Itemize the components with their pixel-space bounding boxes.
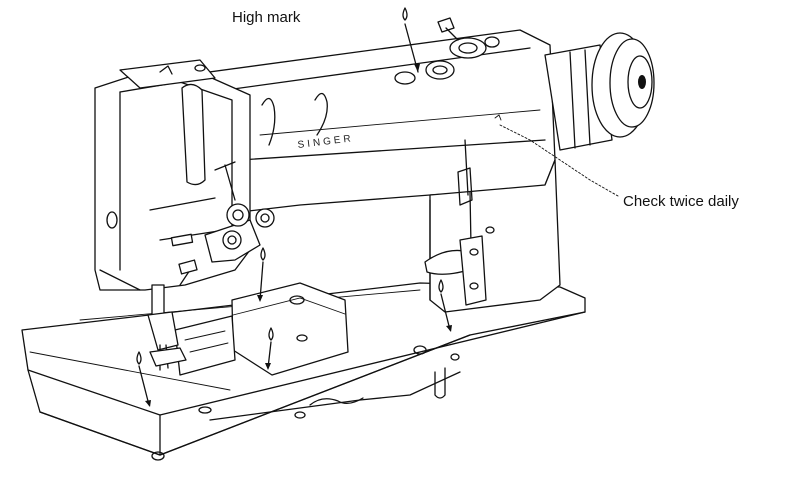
oil-drop-icon xyxy=(438,279,452,332)
oil-drop-icon xyxy=(265,327,274,370)
callout-high-mark: High mark xyxy=(232,9,301,26)
tension-assembly xyxy=(204,161,275,263)
oil-drop-icon xyxy=(136,351,151,407)
callout-check-twice-daily: Check twice daily xyxy=(623,193,739,210)
bobbin-winder xyxy=(437,17,500,59)
leader-lines xyxy=(499,124,619,197)
handwheel xyxy=(544,32,655,151)
oil-drop-markers xyxy=(136,7,452,407)
needle-bar-presser-foot xyxy=(147,259,198,371)
lever xyxy=(424,235,487,306)
oil-drop-icon xyxy=(257,247,266,302)
oil-drop-icon xyxy=(402,7,420,73)
